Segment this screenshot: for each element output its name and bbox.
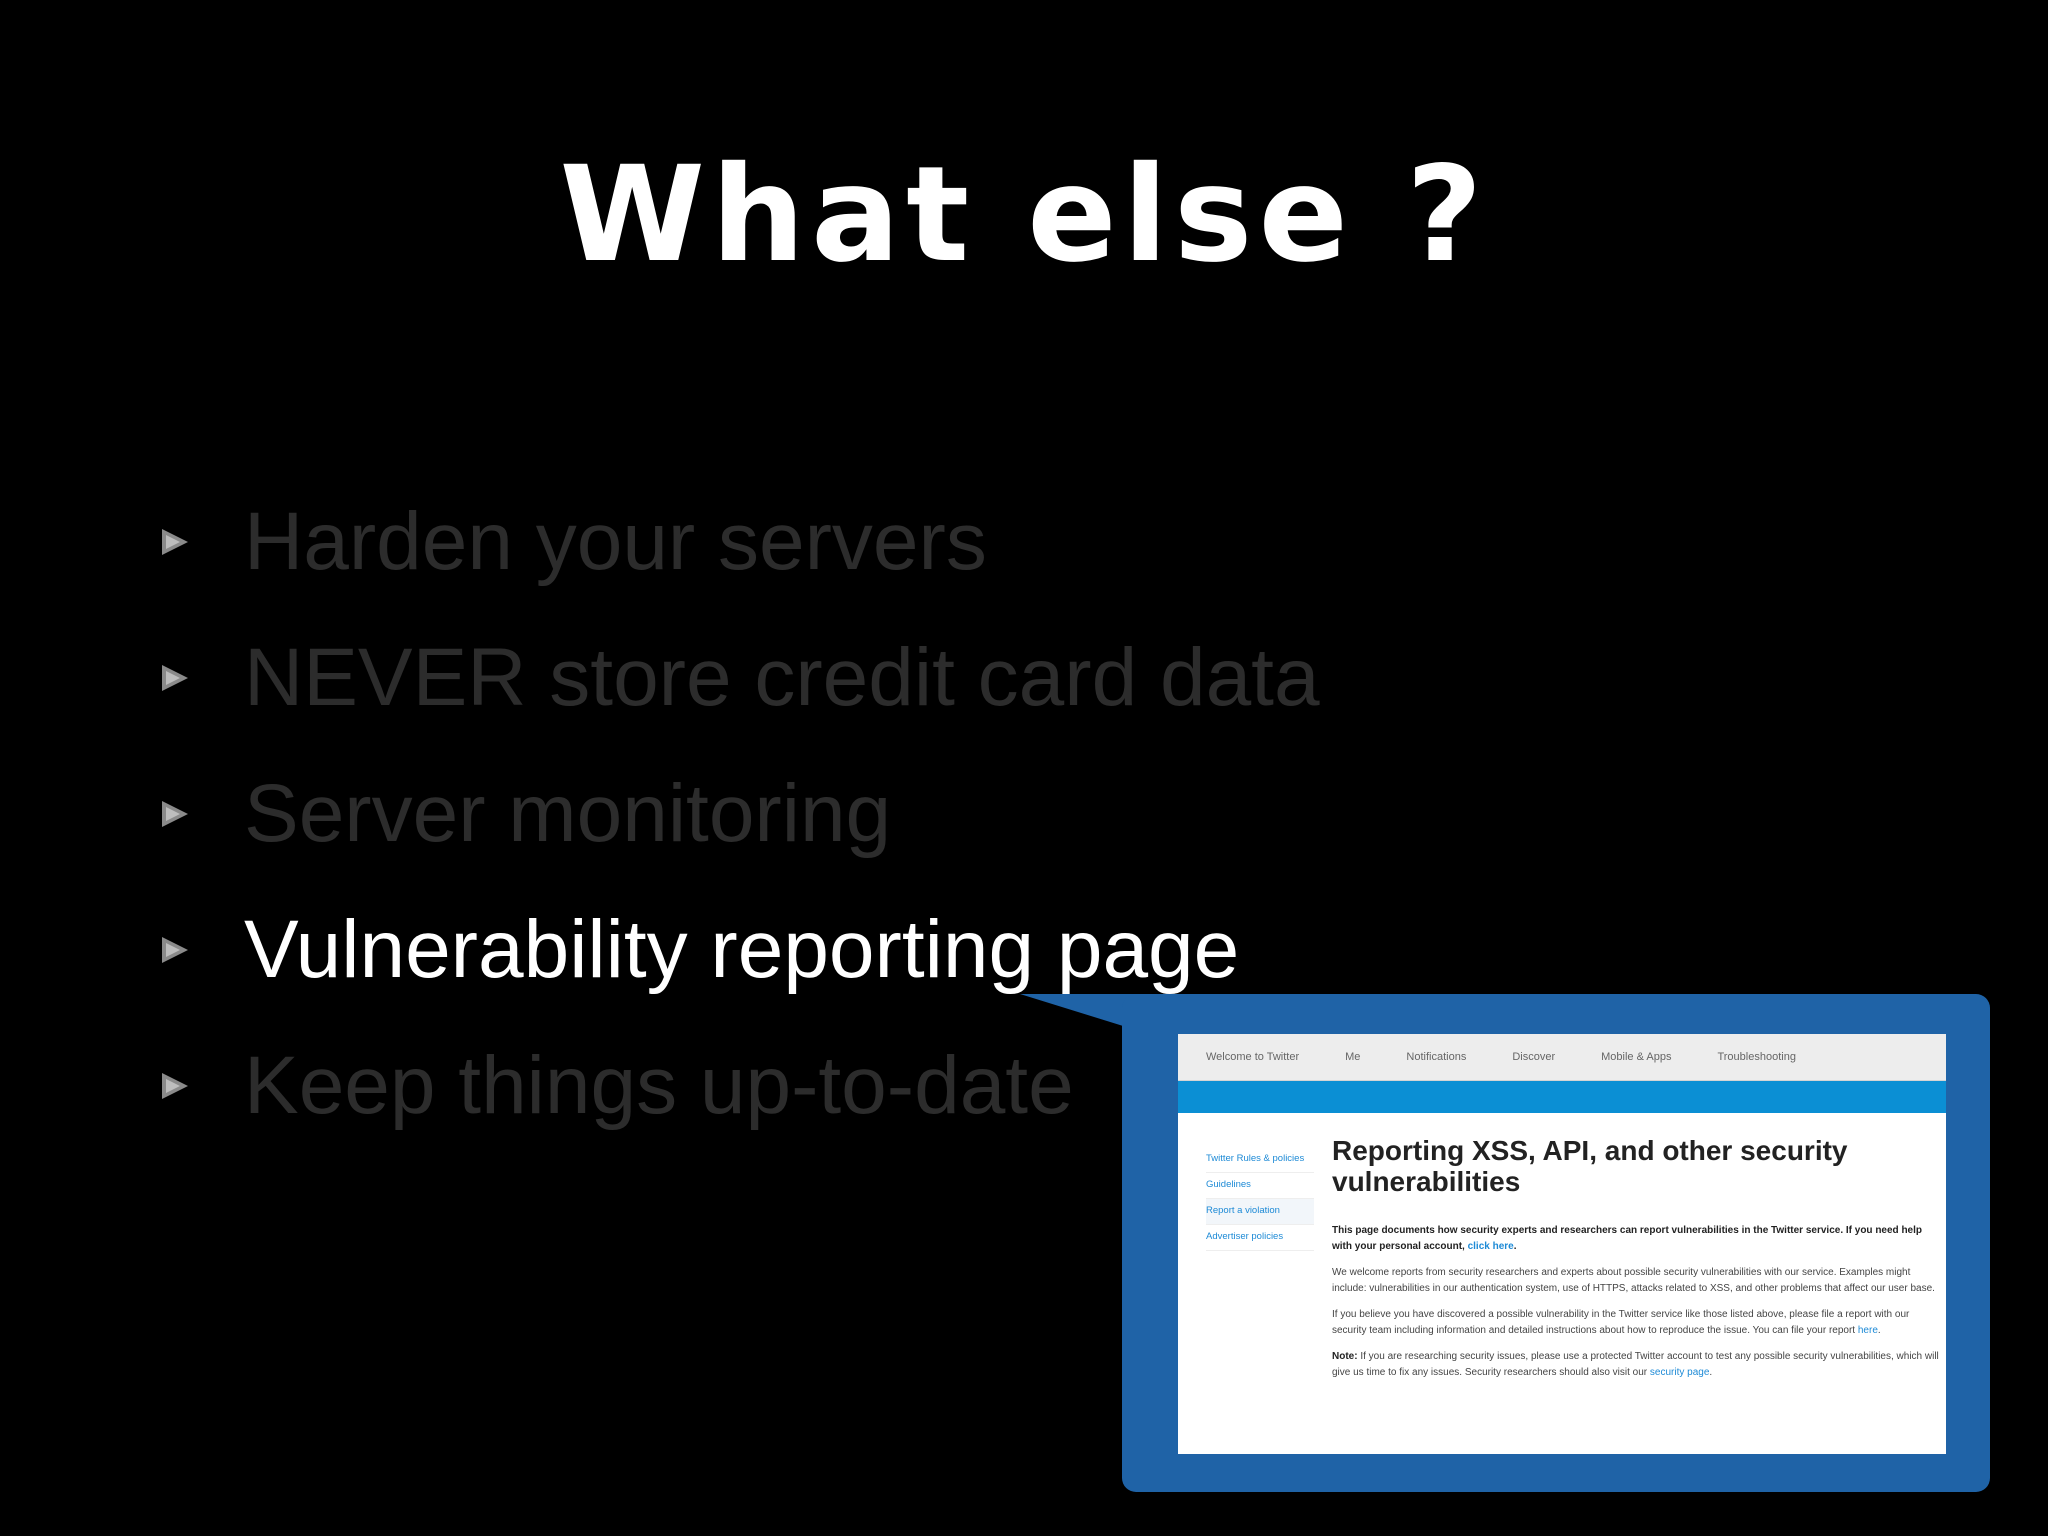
bullet-list: Harden your servers NEVER store credit c… — [150, 474, 1320, 1154]
security-page-link: security page — [1649, 1367, 1710, 1378]
bullet-text: Server monitoring — [244, 768, 892, 859]
paragraph-text: If you believe you have discovered a pos… — [1332, 1309, 1910, 1336]
nav-item: Me — [1345, 1051, 1361, 1063]
webpage-heading: Reporting XSS, API, and other security v… — [1332, 1135, 1848, 1197]
paragraph: We welcome reports from security researc… — [1332, 1267, 1935, 1294]
webpage-sidebar: Twitter Rules & policies Guidelines Repo… — [1178, 1135, 1314, 1391]
paragraph: If you believe you have discovered a pos… — [1332, 1309, 1910, 1336]
triangle-bullet-icon — [160, 663, 190, 693]
bullet-text: Vulnerability reporting page — [244, 904, 1240, 995]
sidebar-item: Advertiser policies — [1206, 1225, 1314, 1251]
bullet-text: Harden your servers — [244, 496, 987, 587]
webpage-main: Reporting XSS, API, and other security v… — [1314, 1135, 1942, 1391]
lead-text: This page documents how security experts… — [1332, 1225, 1922, 1252]
triangle-bullet-icon — [160, 1071, 190, 1101]
webpage-banner — [1178, 1081, 1946, 1113]
nav-item: Discover — [1512, 1051, 1556, 1063]
note-paragraph: Note: If you are researching security is… — [1332, 1351, 1939, 1378]
webpage-nav-bar: Welcome to Twitter Me Notifications Disc… — [1178, 1034, 1946, 1081]
bullet-item-highlighted: Vulnerability reporting page — [150, 882, 1320, 1018]
triangle-bullet-icon — [160, 799, 190, 829]
lead-paragraph: This page documents how security experts… — [1332, 1225, 1922, 1252]
slide-title: What else ? — [559, 138, 1489, 292]
here-link: here — [1857, 1325, 1878, 1336]
nav-item: Mobile & Apps — [1601, 1051, 1672, 1063]
bullet-item: Keep things up-to-date — [150, 1018, 1320, 1154]
bullet-text: NEVER store credit card data — [244, 632, 1320, 723]
sidebar-item-current: Report a violation — [1206, 1199, 1314, 1225]
triangle-bullet-icon — [160, 935, 190, 965]
bullet-text: Keep things up-to-date — [244, 1040, 1074, 1131]
nav-item: Notifications — [1406, 1051, 1467, 1063]
screenshot-callout: Welcome to Twitter Me Notifications Disc… — [1122, 994, 1990, 1492]
click-here-link: click here — [1467, 1241, 1514, 1252]
bullet-item: NEVER store credit card data — [150, 610, 1320, 746]
bullet-item: Harden your servers — [150, 474, 1320, 610]
embedded-webpage-screenshot: Welcome to Twitter Me Notifications Disc… — [1178, 1034, 1946, 1454]
webpage-body: Twitter Rules & policies Guidelines Repo… — [1178, 1113, 1946, 1391]
sidebar-item: Guidelines — [1206, 1173, 1314, 1199]
triangle-bullet-icon — [160, 527, 190, 557]
nav-item: Welcome to Twitter — [1206, 1051, 1300, 1063]
nav-item: Troubleshooting — [1717, 1051, 1796, 1063]
sidebar-item: Twitter Rules & policies — [1206, 1147, 1314, 1173]
bullet-item: Server monitoring — [150, 746, 1320, 882]
note-label: Note: — [1332, 1351, 1358, 1362]
note-text: If you are researching security issues, … — [1332, 1351, 1939, 1378]
